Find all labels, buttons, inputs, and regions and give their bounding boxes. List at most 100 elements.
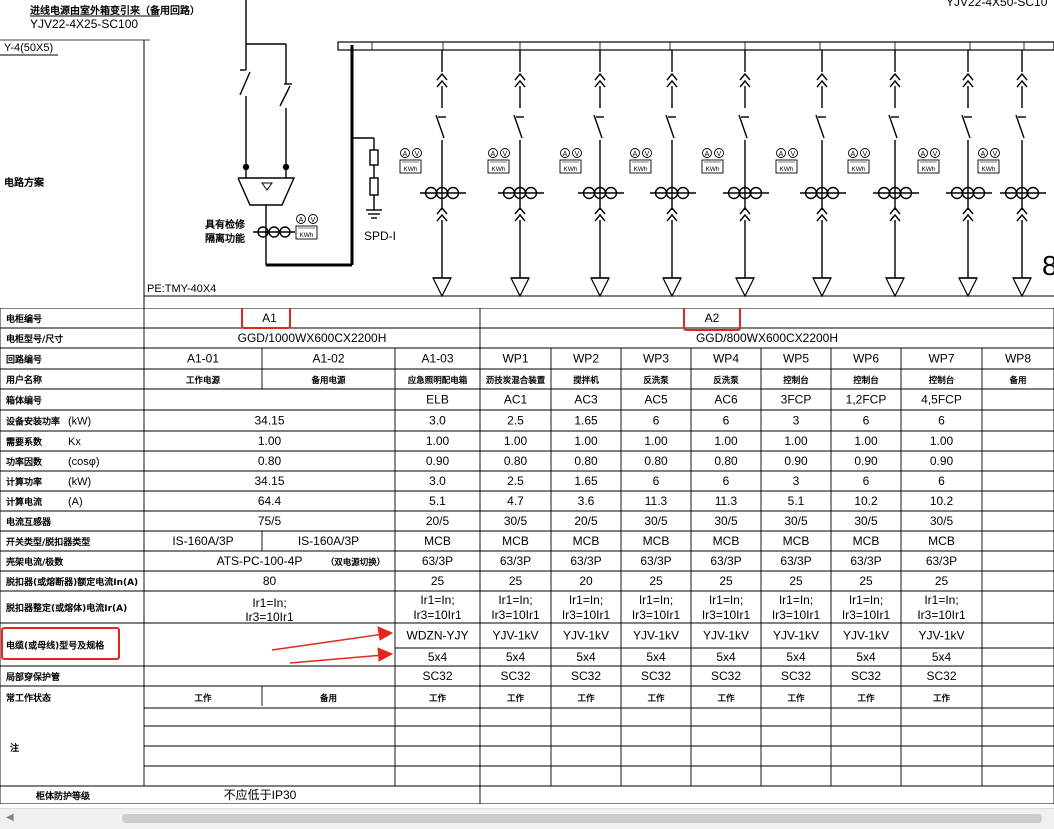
demand_factor-cell: 1.00 bbox=[854, 434, 878, 448]
circuit-WP1: WP1 bbox=[502, 352, 528, 366]
demand_factor-cell: 1.00 bbox=[504, 434, 528, 448]
trip-setting-line1: Ir1=In; bbox=[849, 593, 883, 607]
calc_current-cell: 5.1 bbox=[429, 494, 446, 508]
frame-current-note: （双电源切换） bbox=[326, 557, 386, 568]
trip-setting-line1: Ir1=In; bbox=[639, 593, 673, 607]
plug-contact-top bbox=[739, 79, 751, 88]
circuit-WP2: WP2 bbox=[573, 352, 599, 366]
cable-spec-cell: 5x4 bbox=[716, 650, 736, 664]
top-right-cable-label: YJV22-4X50-SC10 bbox=[946, 0, 1048, 9]
trip-setting-line2: Ir3=10Ir1 bbox=[842, 608, 891, 622]
plug-contact-bottom bbox=[666, 213, 678, 222]
kwh-meter-icon bbox=[295, 225, 318, 240]
row-label-notes: 注 bbox=[10, 742, 19, 754]
row-label-conduit: 局部穿保护管 bbox=[6, 671, 60, 683]
conduit-cell: SC32 bbox=[500, 669, 530, 683]
cable-model-cell: WDZN-YJY bbox=[407, 629, 469, 643]
plug-contact-bottom bbox=[1016, 206, 1028, 215]
installed_power-cell: 3 bbox=[793, 414, 800, 428]
protection-value: 不应低于IP30 bbox=[224, 787, 297, 802]
power_factor-cell: 0.80 bbox=[714, 454, 738, 468]
plug-contact-bottom bbox=[514, 206, 526, 215]
kwh-meter-label: KWh bbox=[403, 166, 417, 173]
working-state-cell: 工作 bbox=[717, 693, 735, 704]
demand_factor-cell: 1.00 bbox=[426, 434, 450, 448]
plug-contact-top bbox=[594, 72, 606, 81]
ammeter-icon bbox=[702, 148, 712, 158]
kwh-meter-label: KWh bbox=[779, 166, 793, 173]
switch-type-cell: MCB bbox=[783, 534, 810, 548]
kwh-meter-icon bbox=[977, 159, 1000, 174]
ammeter-icon bbox=[488, 148, 498, 158]
plug-contact-top bbox=[514, 72, 526, 81]
table-grid bbox=[0, 308, 1054, 804]
working-state-cell: 工作 bbox=[857, 693, 875, 704]
cable-spec-cell: 5x4 bbox=[932, 650, 952, 664]
plug-contact-bottom bbox=[739, 206, 751, 215]
cable-spec-cell: 5x4 bbox=[786, 650, 806, 664]
breaker-blade bbox=[738, 114, 748, 139]
calc_power-merged: 34.15 bbox=[254, 474, 284, 488]
kwh-meter-label: KWh bbox=[299, 232, 313, 239]
working-state-cell: 工作 bbox=[933, 693, 951, 704]
calc_current-cell: 3.6 bbox=[578, 494, 595, 508]
outgoing-arrow bbox=[735, 277, 755, 298]
box-no-cell: ELB bbox=[426, 393, 449, 407]
plug-contact-top bbox=[962, 72, 974, 81]
demand_factor-cell: 1.00 bbox=[714, 434, 738, 448]
outgoing-arrow bbox=[812, 277, 832, 298]
power_factor-cell: 0.80 bbox=[574, 454, 598, 468]
installed_power-cell: 6 bbox=[938, 414, 945, 428]
scroll-left-arrow[interactable]: ◀ bbox=[6, 812, 14, 823]
ammeter-label: A bbox=[921, 151, 926, 158]
conduit-cell: SC32 bbox=[926, 669, 956, 683]
circuit-A1-01: A1-01 bbox=[187, 352, 219, 366]
plug-contact-top bbox=[514, 79, 526, 88]
scroll-thumb[interactable] bbox=[122, 814, 1042, 823]
working-state-cell: 备用 bbox=[319, 693, 337, 704]
kwh-meter-label: KWh bbox=[981, 166, 995, 173]
row-unit-power_factor: (cosφ) bbox=[68, 456, 100, 468]
kwh-meter-icon bbox=[487, 159, 510, 174]
kwh-meter-icon bbox=[917, 159, 940, 174]
ammeter-label: A bbox=[403, 151, 408, 158]
plug-contact-bottom bbox=[1016, 213, 1028, 222]
ammeter-label: A bbox=[779, 151, 784, 158]
demand_factor-cell: 1.00 bbox=[930, 434, 954, 448]
trip-setting-line2: Ir3=10Ir1 bbox=[702, 608, 751, 622]
voltmeter-label: V bbox=[791, 151, 796, 158]
switch-type-cell: MCB bbox=[713, 534, 740, 548]
voltmeter-icon bbox=[500, 148, 510, 158]
plug-contact-top bbox=[889, 79, 901, 88]
row-label-calc_current: 计算电流 bbox=[6, 496, 42, 508]
trip_rated-cell: 25 bbox=[789, 574, 803, 588]
ct-cell: 20/5 bbox=[574, 514, 598, 528]
plug-contact-bottom bbox=[594, 206, 606, 215]
breaker-blade bbox=[815, 114, 825, 139]
trip-setting-line2: Ir3=10Ir1 bbox=[772, 608, 821, 622]
plug-contact-top bbox=[962, 79, 974, 88]
kwh-meter-icon bbox=[701, 159, 724, 174]
voltmeter-icon bbox=[714, 148, 724, 158]
edge-glyph: 8 bbox=[1042, 250, 1054, 281]
ct-cell: 30/5 bbox=[854, 514, 878, 528]
trip-setting-merged-1: Ir1=In; bbox=[252, 596, 286, 610]
demand_factor-cell: 1.00 bbox=[784, 434, 808, 448]
working-state-cell: 工作 bbox=[429, 693, 447, 704]
box-no-cell: AC3 bbox=[574, 393, 598, 407]
ct-cell: 30/5 bbox=[784, 514, 808, 528]
plug-contact-bottom bbox=[594, 213, 606, 222]
horizontal-scrollbar[interactable]: ◀ bbox=[0, 808, 1054, 829]
user-name-cell: 控制台 bbox=[853, 375, 879, 386]
conduit-cell: SC32 bbox=[422, 669, 452, 683]
busbar-label: Y-4(50X5) bbox=[4, 42, 53, 54]
user-name-cell: 备用 bbox=[1008, 375, 1026, 386]
highlight-a2 bbox=[683, 308, 741, 331]
frame-current-cell: 63/3P bbox=[640, 554, 671, 568]
frame-current-cell: 63/3P bbox=[570, 554, 601, 568]
demand_factor-cell: 1.00 bbox=[574, 434, 598, 448]
user-name-cell: 搅拌机 bbox=[573, 375, 599, 386]
working-state-cell: 工作 bbox=[787, 693, 805, 704]
